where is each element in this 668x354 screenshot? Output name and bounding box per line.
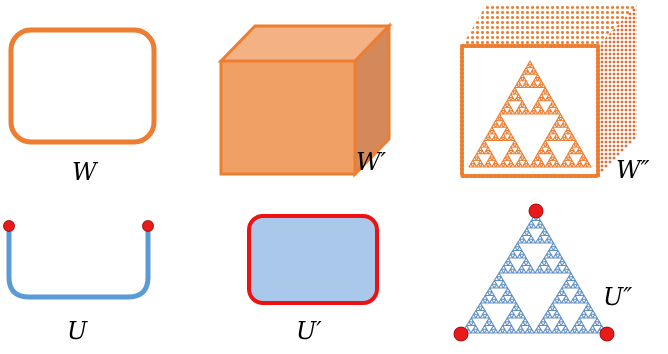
u-double-prime-vertex-right — [599, 326, 615, 342]
w-rounded-square — [8, 27, 157, 145]
label-w-double-prime: W″ — [616, 156, 650, 184]
u-endpoint-left — [3, 220, 15, 232]
label-u-prime: U′ — [296, 317, 322, 345]
label-w: W — [72, 158, 99, 186]
w-double-prime-front-face — [460, 44, 600, 178]
w-prime-box — [217, 22, 393, 178]
u-prime-rounded-square — [247, 214, 379, 305]
sierpinski-triangle-orange — [468, 60, 592, 168]
label-u: U — [67, 317, 88, 345]
sierpinski-triangle-blue — [461, 212, 607, 334]
w-double-prime-box — [460, 5, 637, 178]
u-double-prime-vertex-left — [453, 326, 469, 342]
u-endpoint-right — [142, 220, 154, 232]
label-w-prime: W′ — [356, 148, 387, 176]
w-prime-front-face — [219, 59, 357, 176]
label-u-double-prime: U″ — [603, 283, 632, 311]
w-double-prime-top-face — [462, 5, 637, 46]
u-curve — [6, 227, 151, 300]
w-double-prime-side-face — [598, 5, 637, 176]
u-double-prime-vertex-top — [528, 203, 544, 219]
